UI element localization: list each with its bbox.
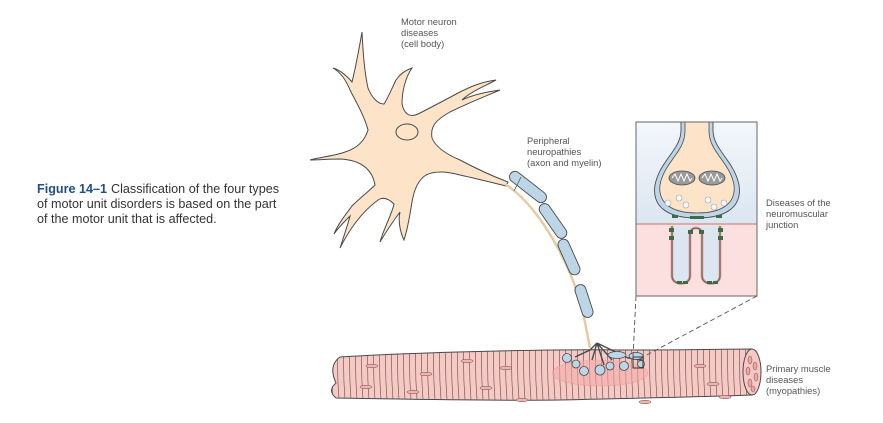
muscle-fiber [331, 348, 762, 405]
label-motor-neuron-diseases: Motor neuron diseases (cell body) [401, 16, 457, 49]
label-primary-muscle-diseases: Primary muscle diseases (myopathies) [766, 363, 831, 396]
mitochondria [668, 170, 726, 186]
zoom-line-right [642, 295, 758, 358]
motor-neuron-cell-body [309, 31, 509, 249]
label-peripheral-neuropathies: Peripheral neuropathies (axon and myelin… [527, 135, 602, 168]
label-line: Peripheral [527, 135, 570, 146]
inset-frame [635, 121, 758, 297]
presynaptic-terminal [659, 121, 735, 214]
figure-number: Figure 14–1 [37, 182, 107, 196]
label-line: neuromuscular [766, 208, 829, 219]
caption-text: Classification of the four types of moto… [37, 182, 279, 226]
label-line: Diseases of the [766, 197, 831, 208]
nerve-terminals [562, 342, 645, 376]
acetylcholine-receptors [669, 215, 723, 284]
label-neuromuscular-junction-diseases: Diseases of the neuromuscular junction [766, 197, 831, 230]
label-line: (cell body) [401, 38, 445, 49]
label-line: Motor neuron [401, 16, 457, 27]
label-line: neuropathies [527, 146, 582, 157]
zoom-region-marker [632, 356, 644, 369]
label-line: (myopathies) [766, 385, 821, 396]
myelin-sheath [509, 170, 594, 318]
nucleus [395, 123, 419, 141]
leader-line-peripheral [513, 176, 522, 192]
label-line: diseases [766, 374, 804, 385]
label-line: Primary muscle [766, 363, 831, 374]
axon [504, 170, 594, 349]
nmj-inset [635, 121, 758, 297]
synaptic-vesicles [664, 194, 728, 211]
label-line: junction [766, 219, 799, 230]
label-line: diseases [401, 27, 439, 38]
zoom-line-left [632, 295, 637, 358]
muscle-cross-section [742, 348, 762, 396]
label-line: (axon and myelin) [527, 157, 602, 168]
